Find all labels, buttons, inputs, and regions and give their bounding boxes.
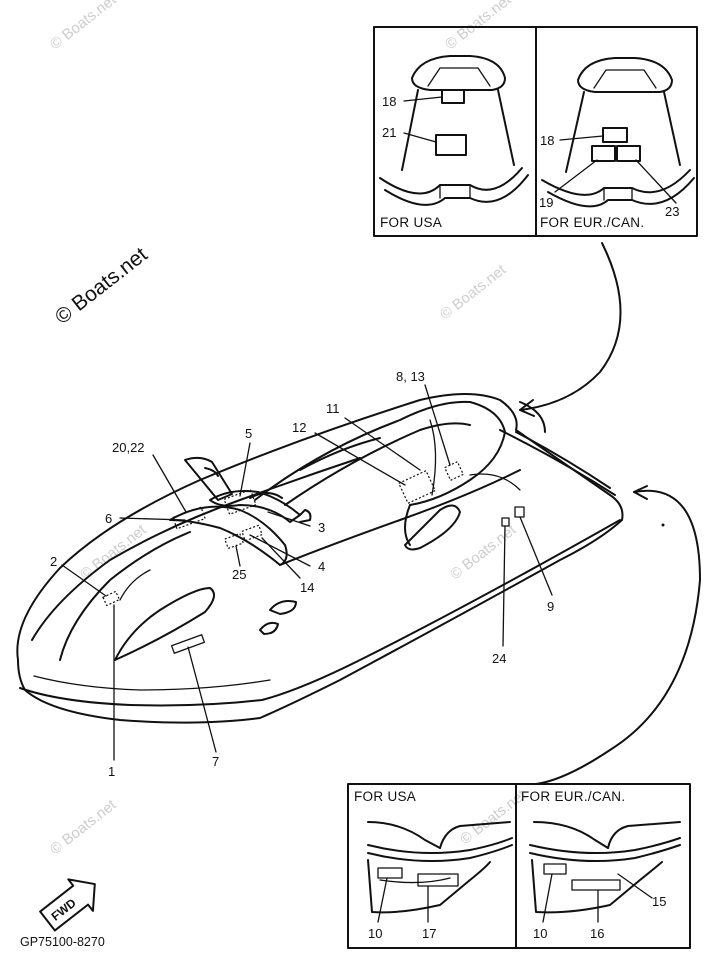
decal-7 [170, 634, 206, 654]
callout-15: 15 [652, 894, 666, 909]
callout-8-13: 8, 13 [396, 369, 425, 384]
decal-8-13 [443, 460, 465, 482]
callout-23: 23 [665, 204, 679, 219]
callout-18-usa: 18 [382, 94, 396, 109]
callout-9: 9 [547, 599, 554, 614]
callout-19: 19 [539, 195, 553, 210]
watermark-4: © Boats.net [77, 521, 150, 583]
callout-3: 3 [318, 520, 325, 535]
watermarks: © Boats.net © Boats.net © Boats.net © Bo… [47, 0, 530, 858]
top-inset-usa-panel [379, 55, 529, 206]
callout-12: 12 [292, 420, 306, 435]
callout-16: 16 [590, 926, 604, 941]
callout-6: 6 [105, 511, 112, 526]
leader-lines [61, 384, 553, 761]
watermark-7: © Boats.net [457, 786, 530, 848]
watermark-1: © Boats.net [47, 0, 120, 53]
callout-20-22: 20,22 [112, 440, 145, 455]
top-inset-eur-title: FOR EUR./CAN. [540, 215, 644, 230]
top-inset-eur-panel [541, 57, 695, 208]
bottom-inset: FOR USA FOR EUR./CAN. 10 17 [347, 783, 691, 949]
callout-7: 7 [212, 754, 219, 769]
decal-12 [397, 469, 437, 505]
watercraft-illustration [16, 393, 665, 724]
pointer-arrow-top [519, 242, 622, 411]
watermark-main: © Boats.net [51, 243, 152, 329]
callout-4: 4 [318, 559, 325, 574]
callout-10-usa: 10 [368, 926, 382, 941]
callout-2: 2 [50, 554, 57, 569]
top-inset: 18 21 18 19 23 FOR USA FOR EUR./CAN. [373, 26, 698, 237]
callout-11: 11 [326, 401, 340, 416]
callout-24: 24 [492, 651, 506, 666]
callout-1: 1 [108, 764, 115, 779]
decal-9 [514, 506, 525, 518]
watermark-6: © Boats.net [47, 796, 120, 858]
fwd-direction-badge: FWD [39, 878, 96, 932]
decal-6 [172, 506, 206, 530]
diagram-part-code: GP75100-8270 [20, 935, 105, 949]
bottom-inset-usa-panel: 10 17 [367, 821, 513, 941]
callout-21: 21 [382, 125, 396, 140]
decal-2 [102, 590, 121, 607]
bottom-inset-eur-title: FOR EUR./CAN. [521, 789, 625, 804]
pointer-arrow-bottom [535, 489, 701, 785]
callout-14: 14 [300, 580, 314, 595]
bottom-inset-usa-title: FOR USA [354, 789, 416, 804]
decal-14 [241, 524, 263, 542]
decal-25 [224, 532, 244, 550]
decal-5 [223, 488, 257, 516]
watermark-3: © Boats.net [437, 261, 510, 323]
fwd-label: FWD [49, 896, 79, 924]
callout-18-eur: 18 [540, 133, 554, 148]
top-inset-usa-title: FOR USA [380, 215, 442, 230]
bottom-inset-eur-panel: 10 16 15 [529, 821, 681, 941]
watermark-5: © Boats.net [447, 521, 520, 583]
callout-10-eur: 10 [533, 926, 547, 941]
callout-5: 5 [245, 426, 252, 441]
callout-17: 17 [422, 926, 436, 941]
callout-25: 25 [232, 567, 246, 582]
